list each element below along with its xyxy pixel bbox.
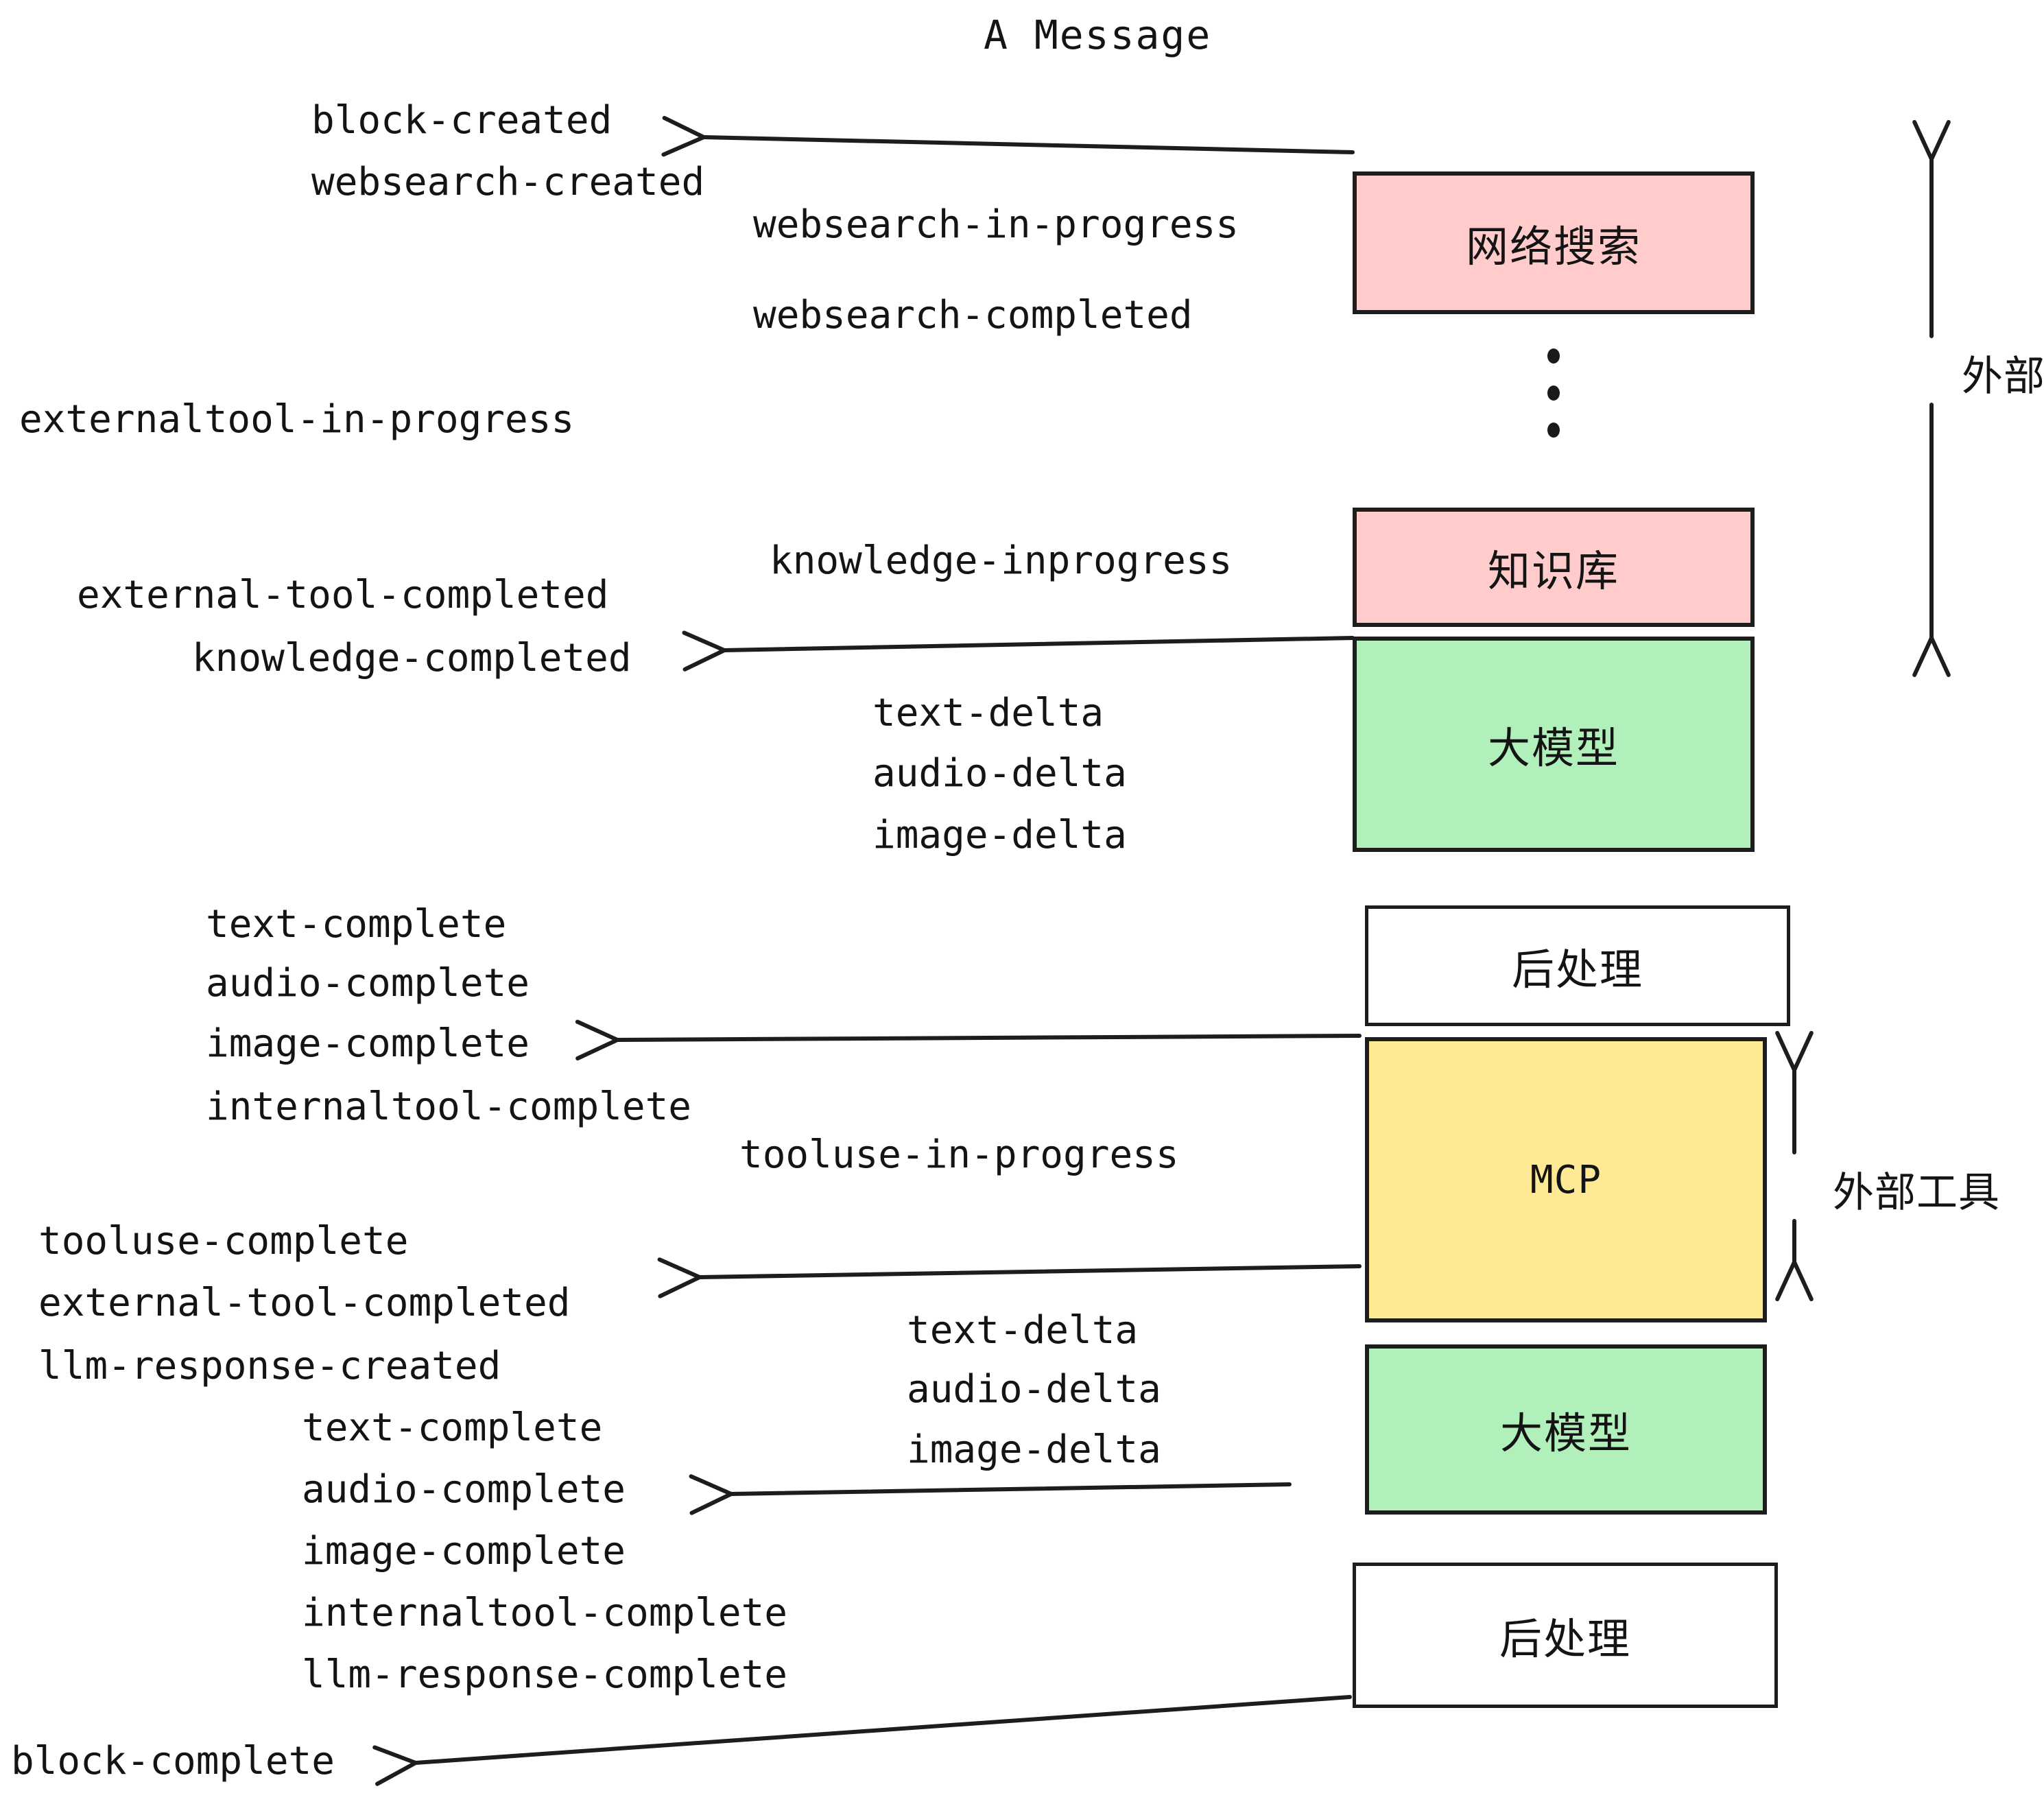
bracket-arrowhead-down-icon (1775, 1260, 1814, 1301)
event-label-llm-response-created: llm-response-created (38, 1344, 501, 1388)
bracket-arrow-external-tools-top (1912, 120, 1951, 677)
event-label-text-delta-1: text-delta (872, 691, 1104, 735)
event-label-external-tool-completed-1: external-tool-completed (77, 573, 609, 617)
event-label-externaltool-in-progress: externaltool-in-progress (19, 397, 575, 442)
arrow-knowledge-to-left-head-icon (682, 630, 726, 672)
arrow-postproc-to-image (575, 1019, 1362, 1061)
event-label-text-complete-1: text-complete (206, 902, 507, 947)
component-box-label: 网络搜索 (1465, 222, 1641, 272)
event-label-knowledge-completed: knowledge-completed (192, 636, 632, 680)
ellipsis-dot (1547, 423, 1560, 438)
bracket-label-external-tools-top: 外部工具 (1962, 353, 2044, 401)
arrow-knowledge-to-left (682, 630, 1355, 672)
event-label-image-delta-2: image-delta (907, 1427, 1161, 1472)
event-label-tooluse-complete: tooluse-complete (38, 1219, 409, 1263)
arrow-websearch-to-block (661, 115, 1355, 157)
event-label-external-tool-completed-2: external-tool-completed (38, 1281, 571, 1325)
bracket-arrowhead-down-icon (1912, 636, 1951, 677)
event-label-audio-delta-2: audio-delta (907, 1367, 1161, 1412)
bracket-arrowhead-up-icon (1775, 1031, 1814, 1072)
component-box-llm-1: 大模型 (1353, 637, 1755, 852)
arrow-llm2-to-audio-head-icon (689, 1474, 733, 1515)
component-box-label: 后处理 (1511, 945, 1643, 995)
event-label-websearch-completed: websearch-completed (753, 293, 1193, 337)
event-label-text-complete-2: text-complete (302, 1405, 603, 1450)
arrow-postproc-to-image-head-icon (575, 1019, 619, 1061)
vertical-ellipsis-icon (1547, 348, 1560, 438)
component-box-label: 大模型 (1499, 1408, 1632, 1458)
event-label-internaltool-complete-1: internaltool-complete (206, 1084, 692, 1129)
component-box-label: 知识库 (1487, 546, 1619, 596)
event-label-websearch-in-progress: websearch-in-progress (753, 202, 1239, 247)
arrow-mcp-to-tooluse (657, 1257, 1362, 1298)
arrow-websearch-to-block-head-icon (661, 115, 706, 157)
event-label-image-complete-2: image-complete (302, 1529, 626, 1574)
event-label-audio-complete-2: audio-complete (302, 1467, 626, 1512)
event-label-audio-complete-1: audio-complete (206, 961, 530, 1006)
arrow-llm2-to-audio (689, 1474, 1292, 1515)
component-box-knowledge: 知识库 (1353, 508, 1755, 627)
event-label-block-created: block-created (311, 98, 613, 143)
event-label-tooluse-in-progress: tooluse-in-progress (739, 1132, 1179, 1177)
ellipsis-dot (1547, 348, 1560, 364)
bracket-label-external-tools-bottom: 外部工具 (1833, 1169, 2000, 1217)
component-box-websearch: 网络搜索 (1353, 171, 1755, 314)
component-box-label: MCP (1530, 1157, 1602, 1202)
bracket-arrowhead-up-icon (1912, 120, 1951, 161)
event-label-image-delta-1: image-delta (872, 813, 1127, 857)
event-label-websearch-created: websearch-created (311, 160, 705, 204)
component-box-postproc-2: 后处理 (1353, 1563, 1778, 1708)
component-box-postproc-1: 后处理 (1365, 905, 1790, 1026)
arrow-postproc2-to-block-head-icon (372, 1745, 418, 1786)
arrow-postproc2-to-block (372, 1695, 1352, 1786)
event-label-image-complete-1: image-complete (206, 1021, 530, 1066)
event-label-text-delta-2: text-delta (907, 1308, 1139, 1353)
bracket-arrow-external-tools-bottom (1775, 1031, 1814, 1301)
component-box-mcp: MCP (1365, 1037, 1767, 1322)
page-title: A Message (984, 12, 1212, 58)
event-label-llm-response-complete: llm-response-complete (302, 1652, 788, 1697)
component-box-llm-2: 大模型 (1365, 1344, 1767, 1515)
event-label-knowledge-inprogress: knowledge-inprogress (770, 538, 1233, 583)
component-box-label: 后处理 (1499, 1614, 1631, 1664)
event-label-block-complete: block-complete (11, 1739, 335, 1783)
component-box-label: 大模型 (1487, 723, 1619, 773)
ellipsis-dot (1547, 385, 1560, 401)
event-label-audio-delta-1: audio-delta (872, 751, 1127, 796)
event-label-internaltool-complete-2: internaltool-complete (302, 1591, 788, 1635)
arrow-mcp-to-tooluse-head-icon (657, 1257, 702, 1298)
